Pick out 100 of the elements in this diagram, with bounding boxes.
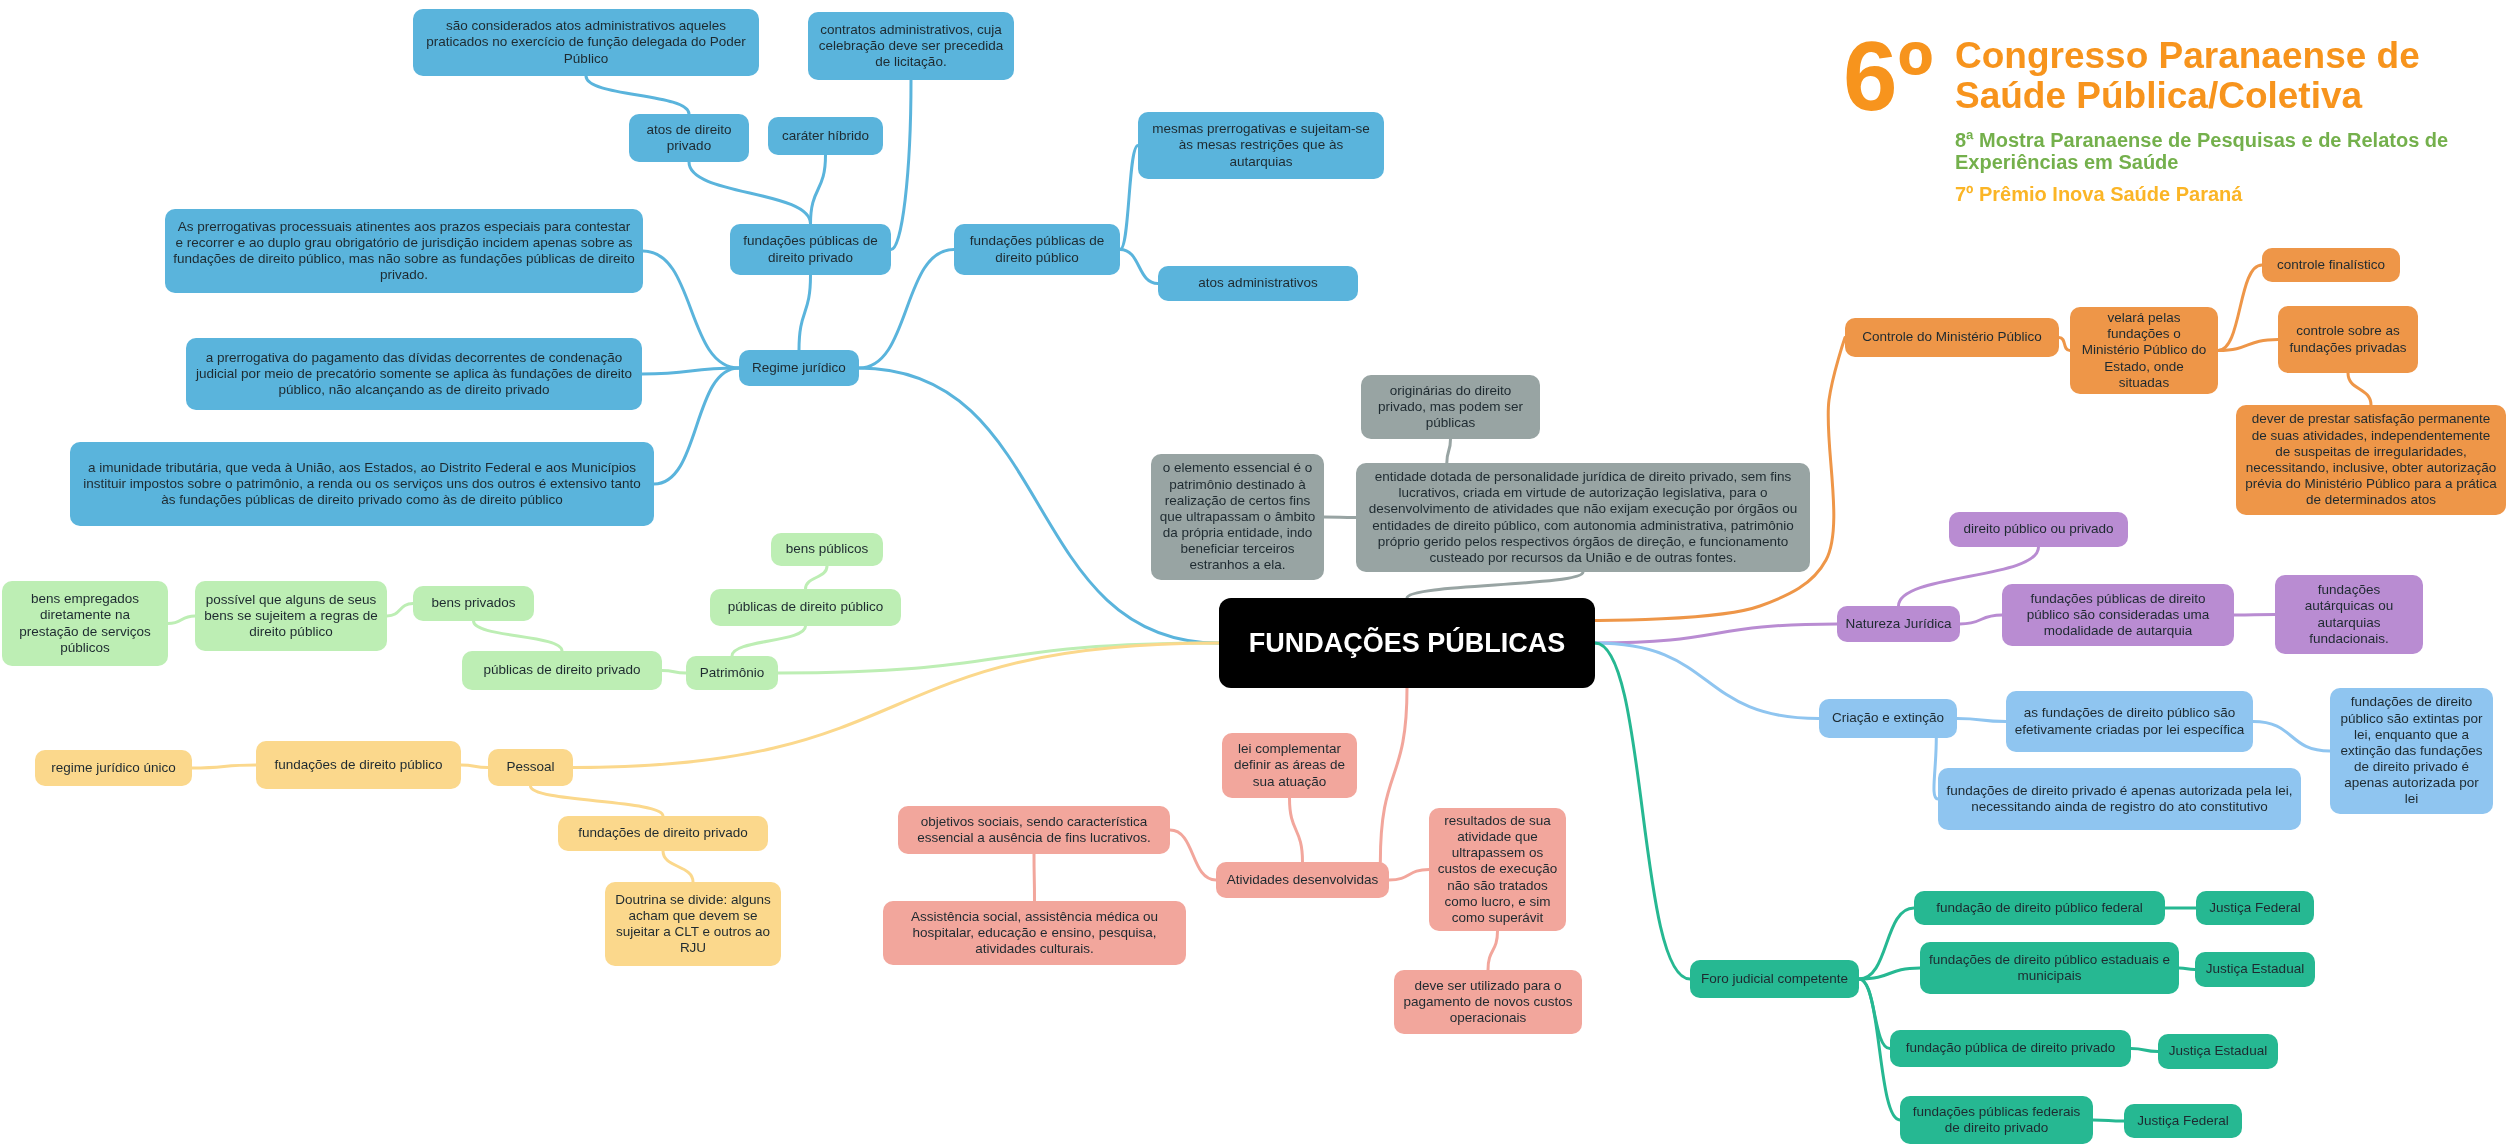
connector-line <box>1118 248 1160 285</box>
connector-line <box>1593 336 1847 622</box>
topic-box: Justiça Federal <box>2196 891 2314 925</box>
topic-box: fundações de direito público são extintas por lei, enquanto que a extinção das fundações de direito privado é apenas autorizada por lei <box>2330 688 2493 814</box>
topic-box: fundações públicas de direito público <box>954 224 1120 275</box>
topic-box: mesmas prerrogativas e sujeitam-se às mesas restrições que às autarquias <box>1138 112 1384 179</box>
topic-box: o elemento essencial é o patrimônio destinado à realização de certos fins que ultrapassam o âmbito da própria entidade, indo beneficiar terceiros estranhos a ela. <box>1151 454 1324 580</box>
connector-line <box>1387 868 1431 882</box>
topic-box: originárias do direito privado, mas podem ser públicas <box>1361 375 1540 439</box>
topic-box: Pessoal <box>488 749 573 786</box>
connector-line <box>571 641 1221 769</box>
topic-box: resultados de sua atividade que ultrapassem os custos de execução não são tratados como lucro, e sim como superávit <box>1429 808 1566 931</box>
topic-box: fundações públicas de direito privado <box>730 224 891 275</box>
connector-line <box>660 669 688 675</box>
connector-line <box>2057 336 2072 352</box>
topic-box: bens privados <box>413 586 534 621</box>
connector-line <box>1857 966 1922 981</box>
topic-box: Controle do Ministério Público <box>1845 318 2059 357</box>
topic-box: lei complementar definir as áreas de sua atuação <box>1222 733 1357 798</box>
connector-line <box>2232 613 2277 617</box>
topic-box: Atividades desenvolvidas <box>1216 862 1389 898</box>
topic-box: atos de direito privado <box>629 114 749 162</box>
topic-box: entidade dotada de personalidade jurídica de direito privado, sem fins lucrativos, criada em virtude de autorização legislativa, para o desenvolvimento de atividades que não exijam execução por órgãos ou entidades de direito público, com autonomia administrativa, patrimônio próprio gerido pelos respectivos órgãos de direção, e funcionamento custeado por recursos da União e de outras fontes. <box>1356 463 1810 572</box>
connector-line <box>2129 1047 2160 1053</box>
topic-box: a prerrogativa do pagamento das dívidas decorrentes de condenação judicial por meio de precatório somente se aplica às fundações de direito público, não alcançando as de direito privado <box>186 338 642 410</box>
connector-line <box>1118 144 1140 251</box>
topic-box: caráter híbrido <box>768 117 883 155</box>
topic-box: regime jurídico único <box>35 750 192 786</box>
topic-box: contratos administrativos, cuja celebração deve ser precedida de licitação. <box>808 12 1014 80</box>
central-topic: FUNDAÇÕES PÚBLICAS <box>1219 598 1595 688</box>
connector-line <box>809 153 827 226</box>
topic-box: fundações de direito público <box>256 741 461 789</box>
topic-box: Assistência social, assistência médica ou hospitalar, educação e ensino, pesquisa, atividades culturais. <box>883 901 1186 965</box>
topic-box: Justiça Federal <box>2124 1104 2242 1138</box>
connector-line <box>661 849 695 884</box>
connector-line <box>459 763 490 769</box>
connector-line <box>2251 720 2332 753</box>
connector-line <box>1593 622 1839 645</box>
topic-box: controle finalístico <box>2262 248 2400 282</box>
header-title: 8ª Mostra Paranaense de Pesquisas e de Relatos de Experiências em Saúde <box>1955 130 2450 174</box>
topic-box: deve ser utilizado para o pagamento de novos custos operacionais <box>1394 970 1582 1034</box>
topic-box: Justiça Estadual <box>2158 1034 2278 1069</box>
topic-box: públicas de direito privado <box>462 651 662 690</box>
connector-line <box>1486 929 1499 972</box>
connector-line <box>385 602 415 618</box>
connector-line <box>2091 1118 2126 1123</box>
connector-line <box>1405 570 1585 600</box>
connector-line <box>857 366 1221 645</box>
topic-box: públicas de direito público <box>710 589 901 626</box>
connector-line <box>641 249 741 370</box>
topic-box: fundações de direito privado é apenas autorizada pela lei, necessitando ainda de registro do ato constitutivo <box>1938 768 2301 830</box>
connector-line <box>1288 796 1304 864</box>
connector-line <box>1445 437 1452 465</box>
topic-box: fundações públicas de direito público são consideradas uma modalidade de autarquia <box>2002 584 2234 646</box>
connector-line <box>1378 686 1409 864</box>
topic-box: direito público ou privado <box>1949 512 2128 547</box>
connector-line <box>1857 977 1902 1122</box>
header-title: Congresso Paranaense de Saúde Pública/Coletiva <box>1955 36 2421 116</box>
topic-box: Patrimônio <box>686 656 778 690</box>
topic-box: bens públicos <box>771 533 883 566</box>
topic-box: fundações de direito privado <box>558 816 768 851</box>
connector-line <box>2216 338 2280 352</box>
topic-box: bens empregados diretamente na prestação de serviços públicos <box>2 581 168 666</box>
connector-line <box>1955 717 2008 723</box>
connector-line <box>1322 515 1358 519</box>
topic-box: Regime jurídico <box>739 350 859 386</box>
connector-line <box>652 366 741 486</box>
connector-line <box>2177 966 2197 971</box>
connector-line <box>2346 371 2373 407</box>
topic-box: fundação pública de direito privado <box>1890 1030 2131 1067</box>
topic-box: Natureza Jurídica <box>1837 606 1960 642</box>
topic-box: Justiça Estadual <box>2195 952 2315 987</box>
topic-box: velará pelas fundações o Ministério Público do Estado, onde situadas <box>2070 307 2218 394</box>
connector-line <box>804 564 829 591</box>
edition-number: 6º <box>1843 24 1935 130</box>
topic-box: controle sobre as fundações privadas <box>2278 306 2418 373</box>
topic-box: Criação e extinção <box>1819 699 1957 738</box>
connector-line <box>1032 852 1036 903</box>
topic-box: são considerados atos administrativos aqueles praticados no exercício de função delegada do Poder Público <box>413 9 759 76</box>
connector-line <box>797 273 812 352</box>
connector-line <box>2163 906 2198 910</box>
connector-line <box>166 614 197 625</box>
connector-line <box>1932 736 1940 801</box>
topic-box: as fundações de direito público são efetivamente criadas por lei específica <box>2006 691 2253 752</box>
topic-box: Doutrina se divide: alguns acham que devem se sujeitar a CLT e outros ao RJU <box>605 882 781 966</box>
topic-box: dever de prestar satisfação permanente de suas atividades, independentemente de suspeitas de irregularidades, necessitando, inclusive, obter autorização prévia do Ministério Público para a prática de determinados atos <box>2236 405 2506 515</box>
connector-line <box>889 78 913 251</box>
connector-line <box>472 619 564 653</box>
topic-box: fundações autárquicas ou autarquias fundacionais. <box>2275 575 2423 654</box>
topic-box: objetivos sociais, sendo característica essencial a ausência de fins lucrativos. <box>898 806 1170 854</box>
connector-line <box>1168 828 1218 882</box>
connector-line <box>730 624 807 658</box>
header-title: 7º Prêmio Inova Saúde Paraná <box>1955 184 2244 206</box>
connector-line <box>190 763 258 770</box>
connector-line <box>1897 545 2040 608</box>
connector-line <box>529 784 665 818</box>
topic-box: As prerrogativas processuais atinentes aos prazos especiais para contestar e recorrer e ao duplo grau obrigatório de jurisdição incidem apenas sobre as fundações de direito público, mas não sobre as fundações públicas de direito privado. <box>165 209 643 293</box>
connector-line <box>857 248 956 370</box>
topic-box: fundação de direito público federal <box>1914 891 2165 925</box>
topic-box: fundações de direito público estaduais e municipais <box>1920 942 2179 994</box>
